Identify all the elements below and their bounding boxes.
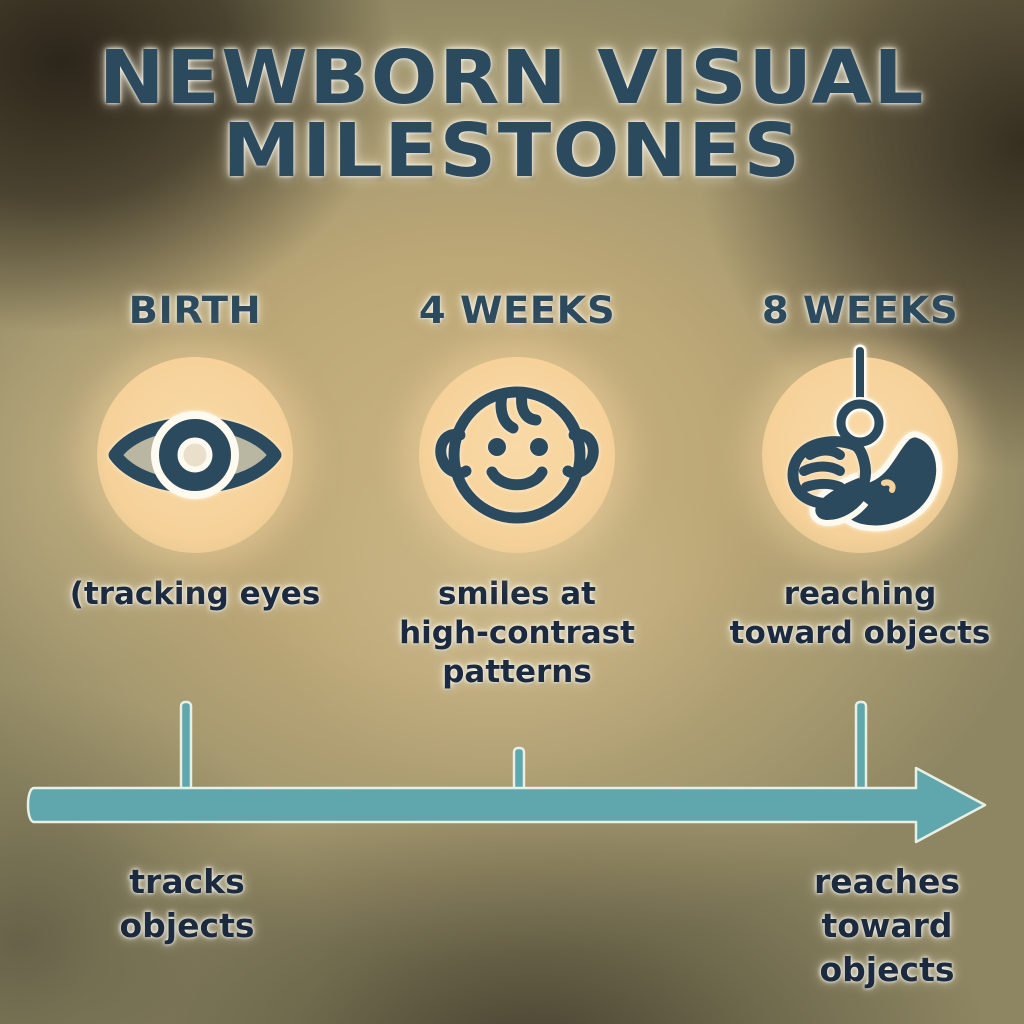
caption-line: reaching	[783, 576, 937, 612]
hanging-ring-toy	[834, 344, 886, 449]
caption-line: tracks	[129, 862, 245, 901]
milestone-heading-8-weeks: 8 WEEKS	[761, 289, 959, 332]
milestone-columns: BIRTH (tracking eyes 4 WEEKS	[0, 292, 1024, 742]
milestone-icon-badge-birth	[97, 357, 293, 553]
milestone-caption-birth: (tracking eyes	[30, 575, 360, 614]
milestone-column-4-weeks: 4 WEEKS	[352, 292, 682, 692]
caption-line: (tracking eyes	[69, 576, 321, 612]
milestone-heading-birth: BIRTH	[128, 289, 262, 332]
milestone-icon-badge-8-weeks	[762, 344, 958, 553]
title-line-2: MILESTONES	[222, 108, 802, 195]
milestone-caption-8-weeks: reaching toward objects	[700, 575, 1020, 653]
caption-line: toward	[821, 905, 953, 945]
baby-arm	[787, 431, 943, 532]
eye-icon	[108, 411, 282, 499]
caption-line: patterns	[442, 654, 592, 691]
milestone-heading-4-weeks: 4 WEEKS	[418, 289, 616, 332]
timeline-caption-left: tracks objects	[62, 860, 312, 948]
caption-line: objects	[119, 905, 255, 945]
milestone-icon-badge-4-weeks	[419, 357, 615, 553]
timeline-arrow-body	[26, 766, 987, 844]
caption-line: toward objects	[729, 615, 991, 652]
caption-line: smiles at	[437, 576, 596, 612]
page-title: NEWBORN VISUAL MILESTONES	[0, 35, 1024, 195]
reaching-arm-icon	[787, 344, 943, 532]
title-line-1: NEWBORN VISUAL	[98, 35, 926, 121]
caption-line: high-contrast	[399, 615, 635, 652]
caption-line: objects	[819, 949, 955, 989]
milestone-caption-4-weeks: smiles at high-contrast patterns	[352, 575, 682, 692]
milestone-column-birth: BIRTH (tracking eyes	[30, 292, 360, 614]
caption-line: reaches	[813, 862, 960, 901]
timeline-caption-right: reaches toward objects	[762, 860, 1012, 992]
baby-face-icon	[435, 386, 599, 524]
milestone-column-8-weeks: 8 WEEKS	[700, 292, 1020, 653]
timeline-tick-4-weeks	[512, 746, 526, 792]
